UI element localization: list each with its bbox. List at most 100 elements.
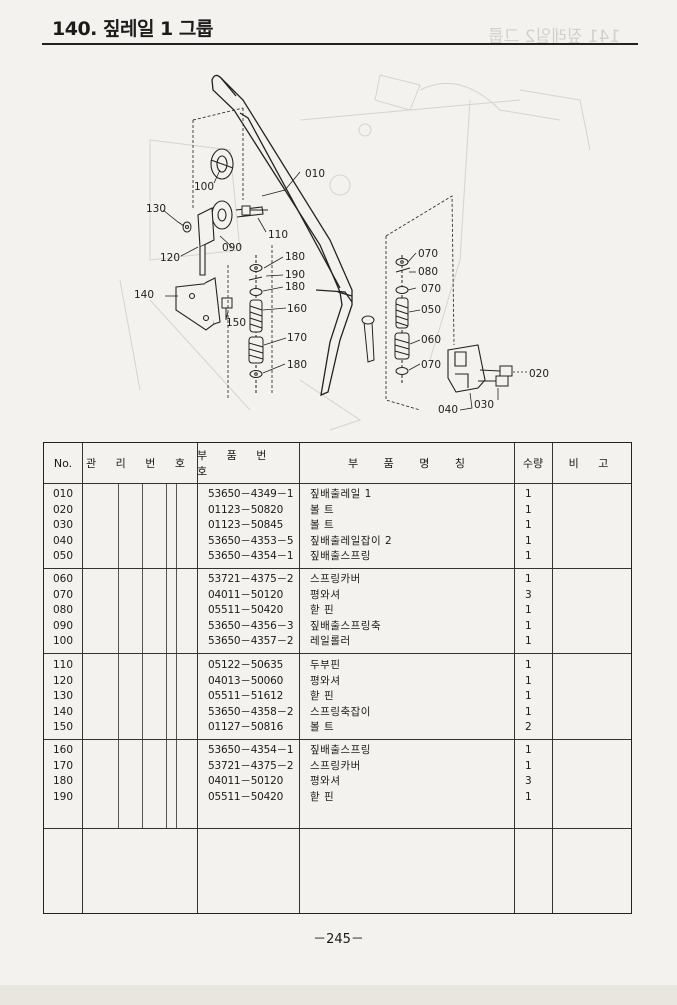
group-rule [44,739,631,740]
row-qty: 1 [525,690,532,703]
header-remarks: 비 고 [568,457,617,470]
row-qty: 1 [525,619,532,632]
callout-110: 110 [268,229,288,241]
header-part-no: 부 품 번 호 [197,449,275,478]
page-number: －245－ [313,932,364,947]
row-part-no: 05122－50635 [208,659,284,671]
header-qty: 수량 [522,457,544,470]
bracket-040 [447,344,486,393]
row-no: 030 [53,519,74,532]
row-part-name: 짚배출스프링 [310,744,371,756]
row-qty: 1 [525,744,532,756]
callout-070-b: 070 [421,283,441,295]
row-part-no: 53650－4357－2 [208,635,294,648]
group-rule [44,653,631,654]
mgmt-subdivider [176,483,177,828]
row-qty: 1 [525,519,532,532]
col-divider [197,443,198,913]
row-qty: 1 [525,659,532,671]
row-qty: 2 [525,721,532,734]
mgmt-subdivider [118,483,119,828]
row-qty: 3 [525,775,532,788]
row-part-name: 핟 핀 [310,604,335,617]
row-no: 170 [53,759,74,772]
row-no: 130 [53,690,74,703]
callout-180-a: 180 [285,251,305,263]
row-part-name: 짚배출레일 1 [310,488,372,500]
row-part-no: 53721－4375－2 [208,759,294,772]
row-part-no: 04013－50060 [208,674,284,687]
callout-040: 040 [438,404,458,416]
row-part-no: 04011－50120 [208,588,284,601]
row-part-no: 53650－4354－1 [208,550,294,563]
row-no: 070 [53,588,74,601]
assembly-frame-right [385,195,455,411]
mgmt-subdivider [142,483,143,828]
washer-pin-130 [182,221,192,233]
callout-labels: 010 020 030 040 050 060 070 070 070 080 … [134,168,549,416]
row-no: 100 [53,635,74,648]
parts-diagram: 010 020 030 040 050 060 070 070 070 080 … [0,45,677,435]
page-title: 140. 짚레일 1 그룹 [52,18,213,40]
row-no: 090 [53,619,74,632]
row-part-no: 53650－4353－5 [208,534,294,547]
row-no: 120 [53,674,74,687]
row-part-no: 05511－50420 [208,604,284,617]
callout-130: 130 [146,203,166,215]
header-no: No. [53,456,73,470]
callout-020: 020 [529,368,549,380]
row-part-no: 53650－4349－1 [208,488,294,500]
group-rule [44,828,631,829]
rail-010 [211,74,353,397]
bolts-020-030 [478,365,513,387]
callout-050: 050 [421,304,441,316]
row-no: 010 [53,488,74,500]
row-part-name: 짚배출스프링 [310,550,371,563]
row-part-no: 53721－4375－2 [208,573,294,585]
row-part-name: 볼 트 [310,721,335,734]
row-part-name: 볼 트 [310,519,335,532]
pin-080 [361,315,375,363]
leader-lines [162,169,527,411]
row-part-no: 53650－4354－1 [208,744,294,756]
row-no: 150 [53,721,74,734]
row-part-no: 01123－50820 [208,503,284,516]
row-qty: 1 [525,534,532,547]
row-no: 020 [53,503,74,516]
col-divider [552,443,553,913]
row-part-name: 핟 핀 [310,790,335,803]
callout-100: 100 [194,181,214,193]
row-part-name: 스프링카버 [310,573,361,585]
row-part-no: 53650－4358－2 [208,705,294,718]
row-qty: 1 [525,759,532,772]
row-no: 050 [53,550,74,563]
scan-edge [0,985,677,1005]
row-part-no: 01127－50816 [208,721,284,734]
row-part-name: 핟 핀 [310,690,335,703]
col-divider [514,443,515,913]
bolt-110 [241,205,268,216]
row-part-name: 스프링카버 [310,759,361,772]
callout-010: 010 [305,168,325,180]
callout-180-b: 180 [285,281,305,293]
row-qty: 1 [525,503,532,516]
row-part-name: 레일롤러 [310,635,351,648]
row-qty: 1 [525,674,532,687]
callout-150: 150 [226,317,246,329]
bleed-through-drawing [119,74,591,431]
header-rule [44,483,631,484]
callout-120: 120 [160,252,180,264]
spring-axle-090 [197,200,264,276]
callout-180-c: 180 [287,359,307,371]
callout-060: 060 [421,334,441,346]
row-qty: 1 [525,573,532,585]
row-part-name: 평와셔 [310,588,341,601]
row-no: 110 [53,659,74,671]
col-divider [82,443,83,913]
row-no: 180 [53,775,74,788]
row-no: 160 [53,744,74,756]
row-qty: 1 [525,790,532,803]
callout-070-a: 070 [418,248,438,260]
row-qty: 1 [525,488,532,500]
row-qty: 1 [525,635,532,648]
